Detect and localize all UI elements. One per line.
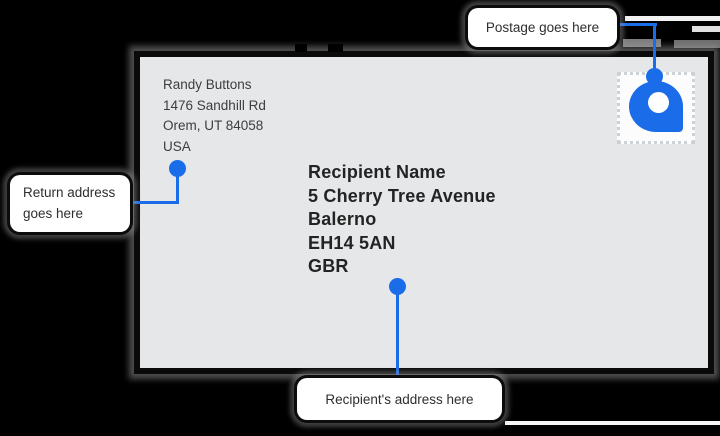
return-anchor-dot	[169, 160, 186, 177]
recipient-connector-line	[396, 287, 399, 378]
photo-artifact-patch	[623, 39, 661, 47]
recipient-callout-label: Recipient's address here	[325, 391, 474, 407]
photo-artifact-strip	[692, 26, 720, 32]
postage-connector-line	[653, 23, 656, 69]
recipient-anchor-dot	[389, 278, 406, 295]
recipient-address-line: Recipient Name	[308, 162, 446, 182]
postage-connector-line	[615, 23, 657, 26]
photo-artifact-patch	[674, 40, 720, 48]
recipient-address-callout: Recipient's address here	[297, 378, 502, 420]
photo-artifact-line	[505, 421, 720, 425]
envelope: Randy Buttons 1476 Sandhill Rd Orem, UT …	[140, 57, 708, 368]
recipient-address-block: Recipient Name 5 Cherry Tree Avenue Bale…	[308, 161, 496, 279]
return-address-line: Randy Buttons	[163, 77, 252, 92]
return-address-line: USA	[163, 138, 191, 154]
recipient-address-line: Balerno	[308, 209, 377, 229]
recipient-address-line: EH14 5AN	[308, 232, 396, 253]
recipient-address-line: GBR	[308, 256, 349, 276]
return-address-line: Orem, UT 84058	[163, 118, 264, 133]
photo-artifact-tick	[295, 44, 307, 52]
photo-artifact-strip	[625, 16, 720, 21]
postage-stamp	[617, 72, 695, 144]
return-callout-label-line: Return address	[23, 185, 116, 200]
photo-artifact-tick	[328, 44, 343, 52]
location-pin-logo-icon	[629, 81, 683, 132]
return-address-callout: Return address goes here	[10, 175, 130, 232]
recipient-address-line: 5 Cherry Tree Avenue	[308, 185, 496, 206]
postage-callout-label: Postage goes here	[485, 20, 600, 35]
return-connector-line	[129, 201, 179, 204]
postage-callout: Postage goes here	[468, 8, 617, 47]
return-callout-label-line: goes here	[23, 205, 84, 221]
return-connector-line	[176, 169, 179, 204]
return-callout-label: Return address goes here	[23, 183, 115, 224]
return-address-block: Randy Buttons 1476 Sandhill Rd Orem, UT …	[163, 75, 266, 157]
postage-anchor-dot	[646, 68, 663, 85]
return-address-line: 1476 Sandhill Rd	[163, 97, 266, 113]
